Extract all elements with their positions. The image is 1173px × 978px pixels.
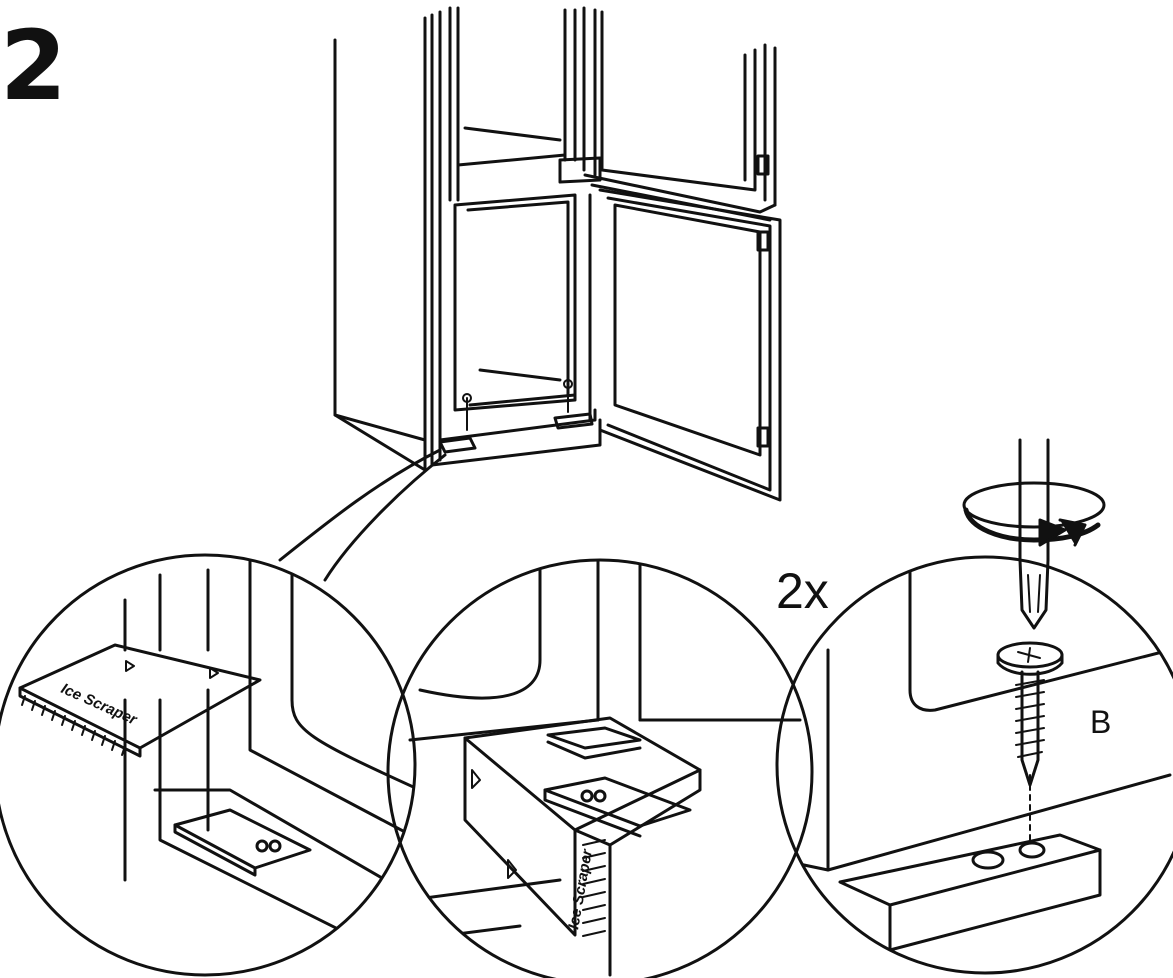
appliance-cabinet <box>278 6 782 582</box>
screw-icon <box>996 641 1064 787</box>
detail-circle-2: Ice Scraper <box>386 558 814 978</box>
scraper-label-2: Ice Scraper <box>565 847 596 931</box>
part-label: B <box>1090 704 1112 740</box>
quantity-label: 2x <box>776 563 829 619</box>
detail-circle-3 <box>775 555 1173 975</box>
step-number: 2 <box>0 10 67 122</box>
detail-circle-1: Ice Scraper <box>0 553 417 977</box>
screw-icon <box>462 379 573 431</box>
rotate-clockwise-arrow-icon <box>962 481 1106 547</box>
